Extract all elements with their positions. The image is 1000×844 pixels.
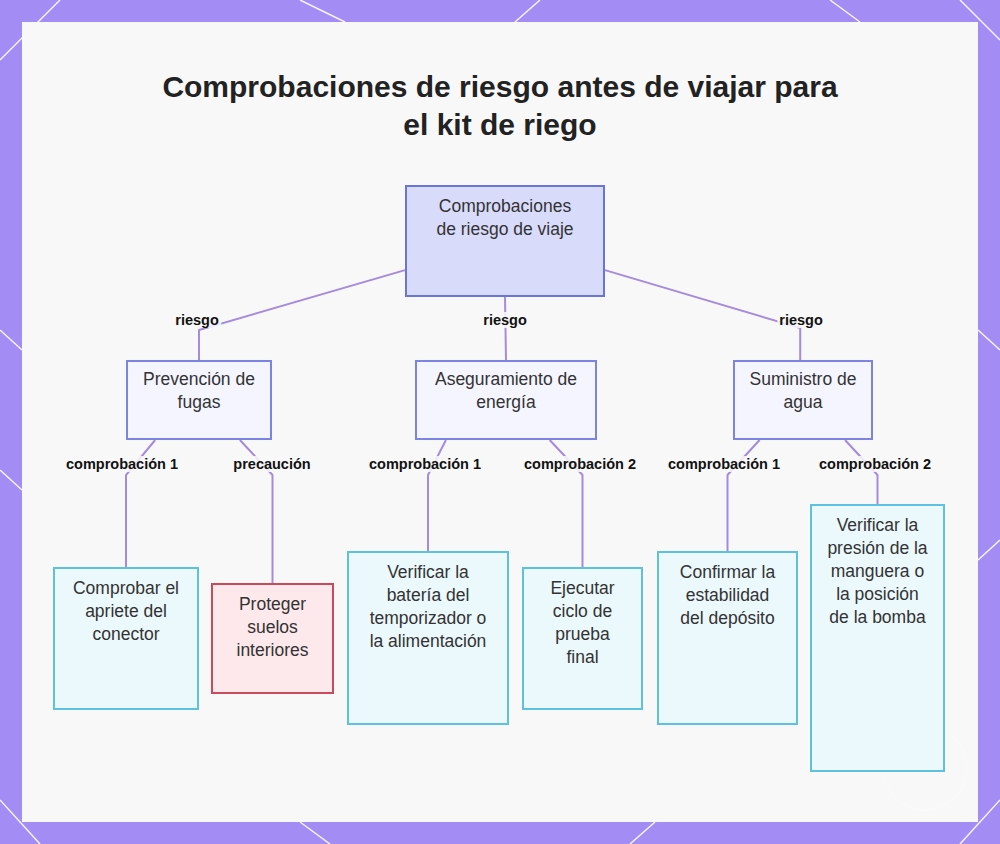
root-box: Comprobaciones de riesgo de viaje xyxy=(405,185,605,297)
node-text: Proteger suelos interiores xyxy=(227,593,318,662)
check-box: Verificar la presión de la manguera o la… xyxy=(810,504,945,772)
diagram-title: Comprobaciones de riesgo antes de viajar… xyxy=(150,68,850,144)
node-text: Prevención de fugas xyxy=(140,368,258,414)
node-text: Aseguramiento de energía xyxy=(429,368,583,414)
node-text: Verificar la batería del temporizador o … xyxy=(363,561,493,653)
node-text: Comprobaciones de riesgo de viaje xyxy=(427,195,583,241)
edge-label: comprobación 2 xyxy=(817,456,933,472)
check-box: Confirmar la estabilidad del depósito xyxy=(657,551,798,725)
node-text: Confirmar la estabilidad del depósito xyxy=(673,561,782,630)
edge-label: comprobación 1 xyxy=(64,456,180,472)
connector-line xyxy=(505,297,506,360)
edge-label: comprobación 2 xyxy=(522,456,638,472)
edge-label: comprobación 1 xyxy=(666,456,782,472)
connector-line xyxy=(199,270,405,360)
connector-line xyxy=(605,270,800,360)
edge-label: riesgo xyxy=(173,312,221,328)
edge-label: riesgo xyxy=(777,312,825,328)
node-text: Suministro de agua xyxy=(747,368,859,414)
category-box: Suministro de agua xyxy=(733,360,873,440)
edge-label: comprobación 1 xyxy=(367,456,483,472)
edge-label: riesgo xyxy=(481,312,529,328)
caution-box: Proteger suelos interiores xyxy=(211,583,334,694)
check-box: Verificar la batería del temporizador o … xyxy=(347,551,509,725)
category-box: Aseguramiento de energía xyxy=(415,360,597,440)
check-box: Comprobar el apriete del conector xyxy=(53,567,199,710)
edge-label: precaución xyxy=(231,456,312,472)
node-text: Comprobar el apriete del conector xyxy=(69,577,183,646)
check-box: Ejecutar ciclo de prueba final xyxy=(522,567,643,710)
category-box: Prevención de fugas xyxy=(126,360,272,440)
node-text: Ejecutar ciclo de prueba final xyxy=(538,577,627,669)
node-text: Verificar la presión de la manguera o la… xyxy=(826,514,929,629)
connector-line xyxy=(845,440,878,504)
